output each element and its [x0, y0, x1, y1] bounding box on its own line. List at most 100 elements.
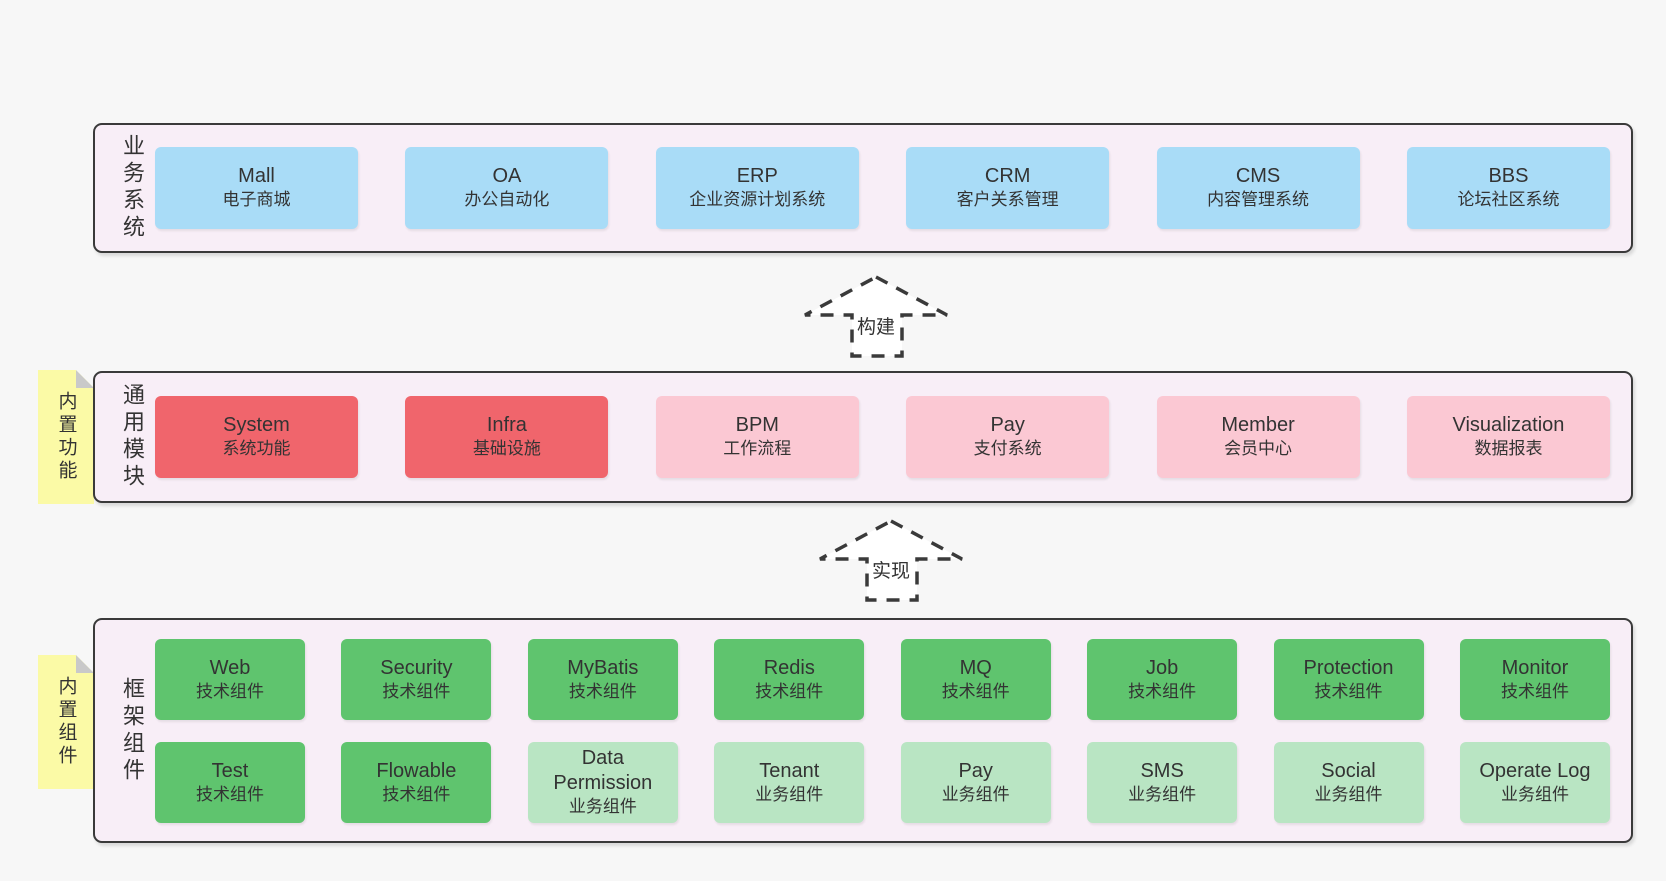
box-mall: Mall 电子商城: [155, 147, 358, 229]
box-mq: MQ 技术组件: [900, 639, 1051, 720]
box-name: OA: [492, 165, 522, 188]
box-name: System: [223, 414, 290, 437]
box-erp: ERP 企业资源计划系统: [655, 147, 859, 229]
box-desc: 技术组件: [196, 681, 264, 701]
box-desc: 技术组件: [382, 784, 451, 804]
box-name: Web: [209, 656, 251, 679]
sticky-note-builtin-features: 内置功能: [38, 370, 94, 504]
box-name: Visualization: [1452, 414, 1565, 437]
box-security: Security 技术组件: [341, 639, 492, 720]
box-desc: 技术组件: [568, 681, 637, 701]
box-protection: Protection 技术组件: [1273, 639, 1424, 720]
sticky-note-label: 内置功能: [55, 391, 77, 483]
layer-label: 框架组件: [120, 676, 145, 785]
box-desc: 技术组件: [382, 681, 451, 701]
build-arrow: 构建: [801, 274, 951, 359]
box-name: Test: [211, 759, 249, 782]
box-name: Pay: [990, 414, 1025, 437]
box-member: Member 会员中心: [1156, 396, 1360, 478]
box-desc: 技术组件: [1128, 681, 1197, 701]
box-desc: 业务组件: [1500, 784, 1569, 804]
box-desc: 办公自动化: [464, 190, 550, 210]
box-operate-log: Operate Log 业务组件: [1459, 742, 1610, 823]
box-name: Flowable: [376, 759, 457, 782]
box-pay-module: Pay 支付系统: [906, 396, 1110, 478]
box-name: Security: [380, 656, 453, 679]
box-name: CRM: [984, 165, 1031, 188]
box-name: MyBatis: [567, 656, 639, 679]
box-bbs: BBS 论坛社区系统: [1406, 147, 1610, 229]
box-desc: 内容管理系统: [1207, 190, 1310, 210]
box-name: Social: [1321, 759, 1376, 782]
box-desc: 论坛社区系统: [1457, 190, 1560, 210]
box-row: System 系统功能 Infra 基础设施 BPM 工作流程 Pay 支付系统…: [155, 396, 1631, 478]
box-name: Tenant: [759, 759, 820, 782]
box-name: SMS: [1140, 759, 1184, 782]
layer-framework-components: 框架组件 Web 技术组件 Security 技术组件 MyBatis 技术组件…: [93, 618, 1633, 843]
box-data-permission: Data Permission 业务组件: [527, 742, 678, 823]
box-desc: 电子商城: [222, 190, 291, 210]
layer-label: 业务系统: [120, 134, 145, 242]
box-row: Web 技术组件 Security 技术组件 MyBatis 技术组件 Redi…: [155, 639, 1610, 720]
box-social: Social 业务组件: [1273, 742, 1424, 823]
box-desc: 支付系统: [973, 439, 1042, 459]
box-web: Web 技术组件: [155, 639, 305, 720]
box-monitor: Monitor 技术组件: [1459, 639, 1610, 720]
box-desc: 技术组件: [1314, 681, 1383, 701]
box-flowable: Flowable 技术组件: [341, 742, 492, 823]
box-sms: SMS 业务组件: [1087, 742, 1238, 823]
box-name: MQ: [959, 656, 992, 679]
layer-label: 通用模块: [120, 383, 145, 491]
box-cms: CMS 内容管理系统: [1156, 147, 1360, 229]
box-desc: 业务组件: [568, 797, 637, 817]
folded-corner-icon: [76, 655, 94, 673]
box-name: Mall: [238, 165, 275, 188]
box-desc: 系统功能: [222, 439, 291, 459]
box-name: Data Permission: [553, 747, 653, 795]
box-name: Operate Log: [1479, 759, 1591, 782]
box-desc: 数据报表: [1474, 439, 1543, 459]
layer-common-modules: 通用模块 System 系统功能 Infra 基础设施 BPM 工作流程 Pay…: [93, 371, 1633, 503]
box-name: Protection: [1303, 656, 1394, 679]
box-desc: 技术组件: [196, 784, 264, 804]
box-name: Infra: [486, 414, 527, 437]
box-name: BPM: [735, 414, 779, 437]
box-system: System 系统功能: [155, 396, 358, 478]
box-mybatis: MyBatis 技术组件: [527, 639, 678, 720]
box-name: CMS: [1235, 165, 1281, 188]
box-desc: 业务组件: [1128, 784, 1197, 804]
box-name: Job: [1145, 656, 1179, 679]
box-job: Job 技术组件: [1087, 639, 1238, 720]
box-test: Test 技术组件: [155, 742, 305, 823]
box-redis: Redis 技术组件: [714, 639, 865, 720]
box-name: Redis: [763, 656, 815, 679]
box-desc: 技术组件: [1500, 681, 1569, 701]
box-row: Mall 电子商城 OA 办公自动化 ERP 企业资源计划系统 CRM 客户关系…: [155, 147, 1631, 229]
box-row: Test 技术组件 Flowable 技术组件 Data Permission …: [155, 742, 1610, 823]
box-name: ERP: [736, 165, 778, 188]
box-crm: CRM 客户关系管理: [906, 147, 1110, 229]
box-name: Pay: [958, 759, 993, 782]
box-desc: 技术组件: [941, 681, 1010, 701]
box-name: BBS: [1488, 165, 1529, 188]
arrow-label: 实现: [868, 555, 914, 584]
arrow-label: 构建: [853, 311, 899, 340]
sticky-note-label: 内置组件: [55, 676, 77, 768]
box-rows: Web 技术组件 Security 技术组件 MyBatis 技术组件 Redi…: [155, 620, 1631, 841]
box-bpm: BPM 工作流程: [655, 396, 859, 478]
box-desc: 客户关系管理: [956, 190, 1059, 210]
box-desc: 工作流程: [723, 439, 792, 459]
box-infra: Infra 基础设施: [405, 396, 609, 478]
box-oa: OA 办公自动化: [405, 147, 609, 229]
box-pay-component: Pay 业务组件: [900, 742, 1051, 823]
folded-corner-icon: [76, 370, 94, 388]
box-desc: 业务组件: [1314, 784, 1383, 804]
box-desc: 业务组件: [941, 784, 1010, 804]
box-tenant: Tenant 业务组件: [714, 742, 865, 823]
box-name: Member: [1221, 414, 1295, 437]
box-desc: 会员中心: [1224, 439, 1293, 459]
box-desc: 技术组件: [755, 681, 824, 701]
box-desc: 基础设施: [472, 439, 541, 459]
box-desc: 企业资源计划系统: [689, 190, 826, 210]
